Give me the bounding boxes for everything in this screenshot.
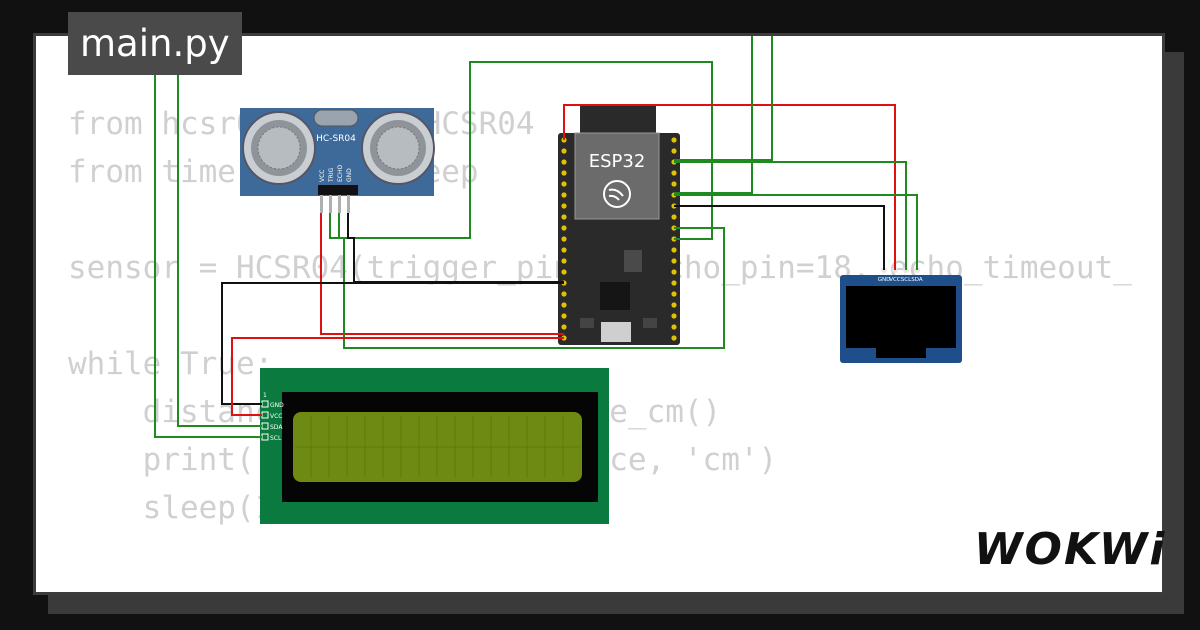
crystal-oscillator [313,109,359,127]
wire-oled-gnd[interactable] [674,205,885,270]
sensor-pin-label: VCC [319,170,326,182]
oled-pins [881,267,920,273]
lcd-pin-label: VCC [270,413,282,420]
en-button[interactable] [643,318,657,328]
sensor-pin-label: TRIG [328,167,335,183]
boot-button[interactable] [580,318,594,328]
esp32-regulator [624,250,642,272]
wire-lcd-scl[interactable] [154,36,262,438]
oled-pin-label: VCC [889,277,901,283]
wire-sensor-trig[interactable] [329,213,725,349]
file-tab[interactable]: main.py [68,12,242,75]
esp32-pins-right [671,137,677,341]
lcd-pin-label: SDA [270,424,283,431]
wires [154,36,918,438]
wokwi-logo: WOKWi [974,524,1167,575]
esp32-board[interactable]: ESP32 [558,106,680,345]
ultrasonic-sensor[interactable]: HC-SR04 VCC TRIG ECHO GND [240,108,435,213]
code-line: while True: [68,346,274,382]
espressif-logo-icon [603,180,631,208]
sensor-pin-label: GND [346,168,353,182]
lcd-pin-label: GND [270,402,284,409]
oled-pin-label: SDA [911,277,923,283]
oled-display[interactable]: GND VCC SCL SDA [840,267,962,363]
oled-screen [846,286,956,348]
wire-sensor-gnd[interactable] [347,213,564,283]
wire-oled-scl[interactable] [674,161,907,270]
esp32-antenna [580,106,656,134]
lcd-display[interactable]: 1 GND VCC SDA SCL [260,368,609,524]
esp32-shield [574,132,660,220]
sensor-pin-label: ECHO [337,165,344,182]
sensor-model-label: HC-SR04 [316,134,356,144]
esp32-label: ESP32 [589,151,646,172]
lcd-pin1-label: 1 [263,392,267,399]
wire-esp32-to-top-1[interactable] [674,36,773,161]
oled-pin-label: GND [878,277,891,283]
wire-lcd-vcc[interactable] [231,337,564,416]
usb-port[interactable] [601,322,631,342]
sensor-header [318,185,358,195]
wire-lcd-sda[interactable] [177,36,262,427]
transducer-right [361,111,435,185]
wire-sensor-vcc[interactable] [320,213,564,335]
wire-oled-vcc[interactable] [563,104,896,270]
oled-ribbon [876,348,926,358]
wire-esp32-to-top-2[interactable] [674,36,753,194]
wire-lcd-gnd[interactable] [221,282,564,405]
lcd-character-grid [295,416,580,478]
sensor-pins [320,195,350,213]
oled-pin-label: SCL [901,277,912,283]
wire-sensor-echo[interactable] [338,61,713,240]
lcd-pin-label: SCL [270,435,282,442]
wire-oled-sda[interactable] [674,194,918,270]
transducer-left [242,111,316,185]
esp32-chip [600,282,630,310]
